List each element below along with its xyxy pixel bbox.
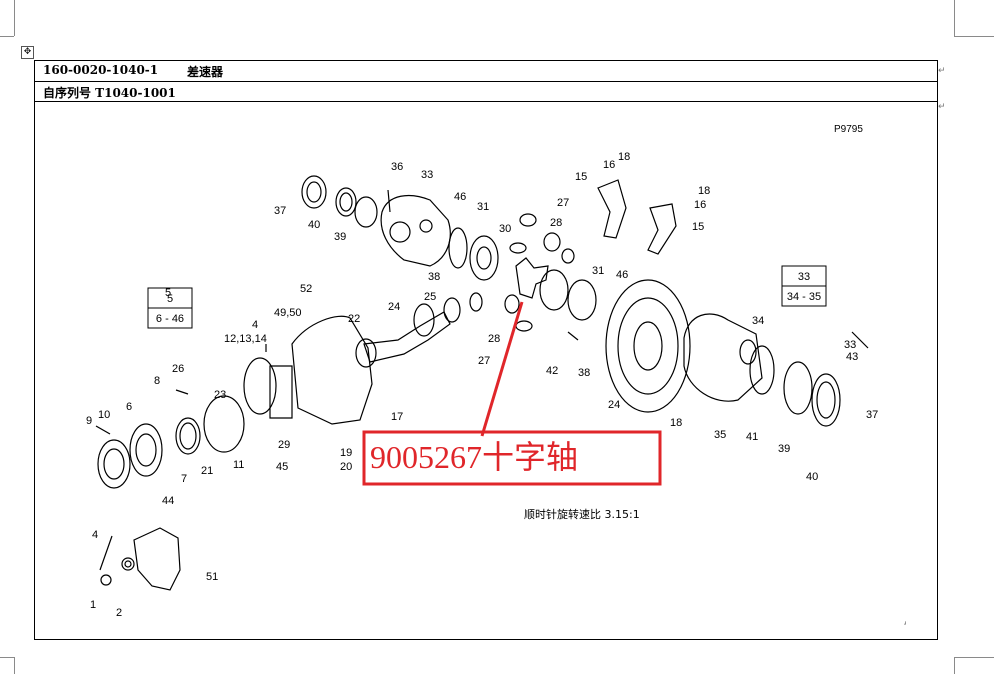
callout-number: 24 [608,399,620,411]
ratio-note: 顺时针旋转速比 3.15:1 [524,507,640,521]
part-name: 差速器 [187,65,224,79]
callout-number: 36 [391,161,403,173]
callout-number: 28 [550,217,562,229]
callout-number: 46 [454,191,466,203]
ref-box-top-label: 5 [167,293,173,305]
callout-number: 27 [557,197,569,209]
callout-number: 4 [252,319,258,331]
table-move-handle-icon[interactable]: ✥ [21,46,34,59]
callout-number: 12,13,14 [224,333,267,345]
callout-number: 15 [575,171,587,183]
callout-number: 7 [181,473,187,485]
table-row: 160-0020-1040-1 差速器 [35,61,937,82]
callout-number: 16 [603,159,615,171]
callout-number: 34 [752,315,764,327]
callout-number: 37 [866,409,878,421]
crop-mark-top-right [954,36,994,37]
callout-number: 46 [616,269,628,281]
callout-number: 38 [428,271,440,283]
callout-number: 39 [778,443,790,455]
crop-mark-bottom-left [0,657,14,658]
callout-number: 18 [698,185,710,197]
ref-box-bottom-label: 34 - 35 [787,291,821,303]
crop-mark-top-left [14,0,15,36]
callout-number: 1 [90,599,96,611]
callout-number: 2 [116,607,122,619]
callout-number: 51 [206,571,218,583]
callout-number: 19 [340,447,352,459]
callout-number: 23 [214,389,226,401]
callout-number: 25 [424,291,436,303]
callout-number: 52 [300,283,312,295]
crop-mark-bottom-right [954,657,955,674]
reference-box-5: 5 6 - 46 [147,287,193,329]
callout-number: 9 [86,415,92,427]
callout-number: 20 [340,461,352,473]
callout-number: 22 [348,313,360,325]
callout-number: 40 [308,219,320,231]
callout-number: 18 [670,417,682,429]
callout-number: 27 [478,355,490,367]
callout-number: 18 [618,151,630,163]
callout-number: 35 [714,429,726,441]
exploded-parts-diagram: 5 6 - 46 33 34 - 35 P9795 顺时针旋转速比 3.15:1… [38,108,904,634]
highlight-label: 9005267十字轴 [370,439,578,475]
callout-number: 8 [154,375,160,387]
callout-number: 16 [694,199,706,211]
callout-number: 24 [388,301,400,313]
callout-number: 38 [578,367,590,379]
callout-number: 29 [278,439,290,451]
crop-mark-top-right [954,0,955,36]
callout-number: 44 [162,495,174,507]
table-row: 自序列号 T1040-1001 [35,82,937,102]
figure-id: P9795 [834,124,863,135]
reference-box-33: 33 34 - 35 [781,265,827,307]
callout-number: 31 [477,201,489,213]
callout-number: 26 [172,363,184,375]
serial-label: 自序列号 T1040-1001 [43,86,176,100]
callout-number: 31 [592,265,604,277]
callout-number: 30 [499,223,511,235]
crop-mark-top-left [0,36,14,37]
paragraph-mark-icon: ↵ [938,102,946,112]
callout-number: 42 [546,365,558,377]
ref-box-bottom-label: 6 - 46 [156,313,184,325]
crop-mark-bottom-left [14,657,15,674]
callout-number: 6 [126,401,132,413]
callout-number: 39 [334,231,346,243]
callout-number: 21 [201,465,213,477]
ref-box-top-label: 33 [798,271,810,283]
callout-number: 49,50 [274,307,302,319]
part-number: 160-0020-1040-1 [43,63,159,77]
callout-number: 45 [276,461,288,473]
callout-number: 43 [846,351,858,363]
parts-table: 160-0020-1040-1 差速器 自序列号 T1040-1001 [34,60,938,640]
callout-number: 33 [844,339,856,351]
callout-number: 40 [806,471,818,483]
callout-number: 11 [233,459,244,471]
callout-number: 4 [92,529,98,541]
callout-number: 37 [274,205,286,217]
callout-number: 41 [746,431,758,443]
callout-number: 5 [165,287,171,299]
callout-number: 15 [692,221,704,233]
paragraph-mark-icon: ↵ [938,66,946,76]
callout-number: 28 [488,333,500,345]
highlight-callout: 9005267十字轴 [362,430,662,486]
crop-mark-bottom-right [954,657,994,658]
callout-number: 17 [391,411,403,423]
callout-number: 10 [98,409,110,421]
callout-number: 33 [421,169,433,181]
